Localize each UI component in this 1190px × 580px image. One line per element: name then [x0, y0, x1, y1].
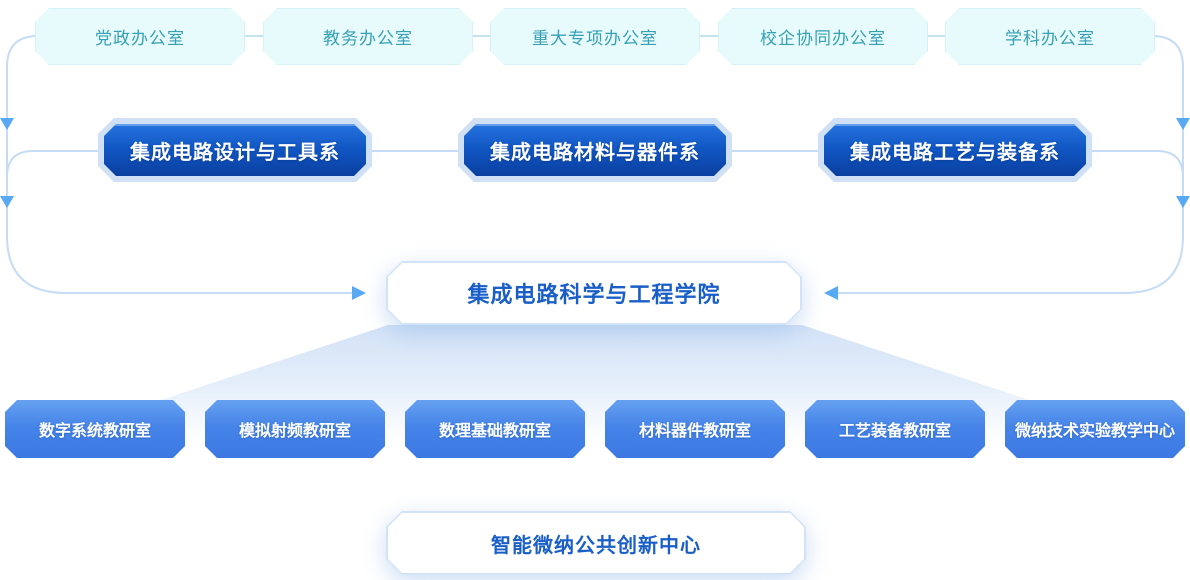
right-branch-line [1090, 150, 1184, 178]
office-label: 教务办公室 [323, 29, 413, 48]
innovation-center-box: 智能微纳公共创新中心 [386, 511, 806, 575]
teaching-office-box-process-equipment: 工艺装备教研室 [805, 400, 985, 458]
department-label: 集成电路设计与工具系 [130, 141, 340, 164]
department-box-materials-devices: 集成电路材料与器件系 [458, 118, 732, 182]
teaching-office-label: 数理基础教研室 [438, 423, 551, 440]
college-label: 集成电路科学与工程学院 [467, 282, 721, 307]
arrow-down-icon [0, 196, 14, 208]
teaching-office-label: 微纳技术实验教学中心 [1014, 423, 1175, 440]
teaching-office-label: 模拟射频教研室 [238, 423, 351, 440]
office-box-university-enterprise: 校企协同办公室 [718, 8, 928, 65]
college-box: 集成电路科学与工程学院 [386, 261, 802, 325]
arrow-down-icon [1176, 196, 1190, 208]
department-box-process-equipment: 集成电路工艺与装备系 [818, 118, 1092, 182]
department-label: 集成电路材料与器件系 [490, 141, 700, 164]
left-rail-line [6, 35, 355, 294]
teaching-office-box-micro-nano-lab-center: 微纳技术实验教学中心 [1005, 400, 1185, 458]
innovation-center-box-fill [388, 513, 804, 573]
office-box-academic-affairs: 教务办公室 [263, 8, 473, 65]
office-label: 学科办公室 [1005, 29, 1095, 48]
arrow-down-icon [1176, 118, 1190, 130]
arrow-left-icon [824, 286, 838, 300]
college-box-fill [388, 263, 800, 323]
arrow-down-icon [0, 118, 14, 130]
left-branch-line [6, 150, 100, 178]
office-label: 党政办公室 [95, 29, 185, 48]
teaching-office-label: 材料器件教研室 [638, 423, 751, 440]
arrow-right-icon [352, 286, 366, 300]
department-box-fill [464, 124, 726, 176]
department-box-design-tools: 集成电路设计与工具系 [98, 118, 372, 182]
teaching-office-box-math-physics: 数理基础教研室 [405, 400, 585, 458]
department-label: 集成电路工艺与装备系 [850, 141, 1060, 164]
office-label: 校企协同办公室 [760, 29, 886, 48]
teaching-office-label: 数字系统教研室 [38, 423, 151, 440]
office-box-major-projects: 重大专项办公室 [490, 8, 700, 65]
teaching-office-box-analog-rf: 模拟射频教研室 [205, 400, 385, 458]
right-rail-line [835, 35, 1184, 294]
innovation-center-label: 智能微纳公共创新中心 [491, 534, 701, 557]
department-box-fill [104, 124, 366, 176]
teaching-office-box-materials-devices: 材料器件教研室 [605, 400, 785, 458]
department-box-fill [824, 124, 1086, 176]
office-label: 重大专项办公室 [532, 29, 658, 48]
office-box-discipline: 学科办公室 [945, 8, 1155, 65]
teaching-office-box-digital-systems: 数字系统教研室 [5, 400, 185, 458]
office-box-party-admin: 党政办公室 [35, 8, 245, 65]
teaching-office-label: 工艺装备教研室 [838, 423, 951, 440]
